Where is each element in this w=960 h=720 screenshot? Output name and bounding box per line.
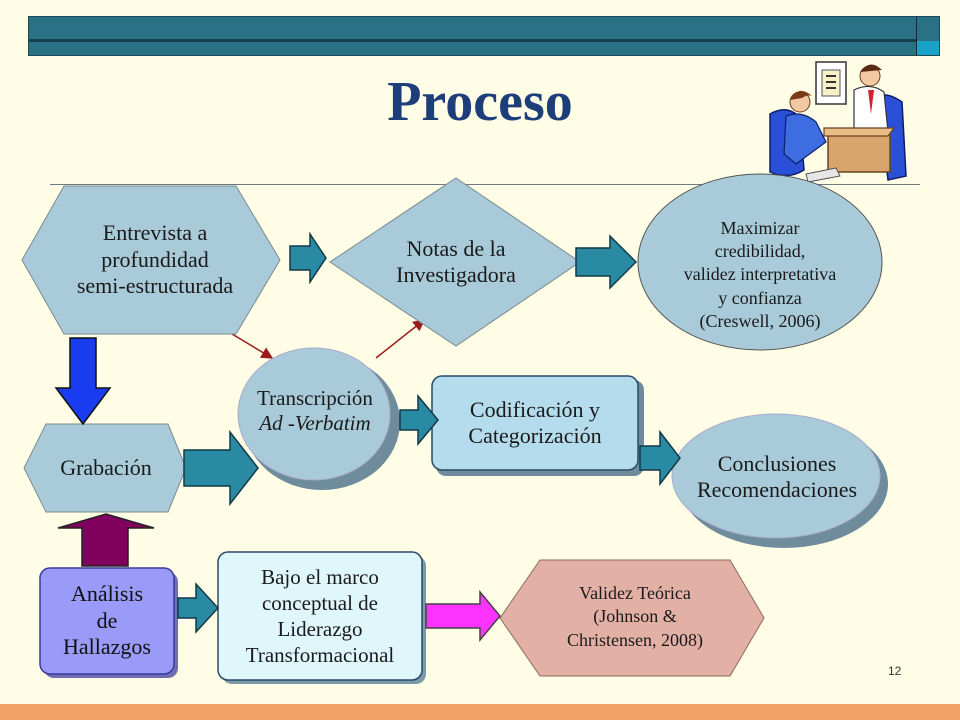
grabacion-hexagon xyxy=(23,423,187,513)
entrevista-line-3: semi-estructurada xyxy=(76,273,234,299)
maximizar-line-3: validez interpretativa xyxy=(683,264,837,285)
marco-line-2: conceptual de xyxy=(261,590,379,615)
maximizar-line-1: Maximizar xyxy=(720,217,800,238)
marco-line-4: Transformacional xyxy=(245,643,395,668)
slide-title: Proceso xyxy=(387,71,573,133)
notas-line-1: Notas de la xyxy=(406,235,506,261)
notas-label: Notas de la Investigadora xyxy=(356,222,556,302)
arrow-entrevista-notas xyxy=(289,231,327,285)
arrow-analisis-marco xyxy=(177,582,220,634)
maximizar-line-2: credibilidad, xyxy=(714,240,806,261)
transcripcion-line-2: Ad -Verbatim xyxy=(259,411,371,435)
transcripcion-line-1: Transcripción xyxy=(257,385,373,410)
marco-box xyxy=(217,551,423,681)
arrow-notas-maximizar xyxy=(575,234,638,290)
transcripcion-ellipse xyxy=(237,347,391,481)
grabacion-line-1: Grabación xyxy=(60,454,152,480)
page-number: 12 xyxy=(888,664,902,678)
arrow-codificacion-conclusiones xyxy=(639,429,681,487)
codificacion-line-2: Categorización xyxy=(468,423,602,448)
marco-label: Bajo el marco conceptual de Liderazgo Tr… xyxy=(218,552,422,680)
validez-line-3: Christensen, 2008) xyxy=(567,629,703,650)
arrow-analisis-grabacion xyxy=(57,513,155,567)
maximizar-line-5: (Creswell, 2006) xyxy=(699,311,821,332)
codificacion-label: Codificación y Categorización xyxy=(432,376,638,470)
top-banner-strip xyxy=(29,39,939,42)
validez-line-1: Validez Teórica xyxy=(579,582,691,603)
validez-hexagon xyxy=(499,559,765,677)
connector-transcripcion-notas xyxy=(375,319,426,359)
marco-line-1: Bajo el marco xyxy=(261,564,379,589)
analisis-box xyxy=(39,567,175,675)
arrow-entrevista-grabacion xyxy=(54,337,112,426)
entrevista-line-1: Entrevista a xyxy=(102,220,208,246)
conclusiones-ellipse xyxy=(671,413,881,539)
top-banner xyxy=(28,16,940,56)
entrevista-line-2: profundidad xyxy=(101,246,209,272)
conclusiones-line-2: Recomendaciones xyxy=(696,477,858,502)
validez-line-2: (Johnson & xyxy=(593,606,677,627)
top-banner-cap-accent xyxy=(917,41,939,55)
grabacion-label: Grabación xyxy=(26,448,186,488)
maximizar-ellipse xyxy=(637,173,883,351)
title-divider xyxy=(50,184,920,185)
interview-clipart xyxy=(769,61,907,183)
analisis-label: Análisis de Hallazgos xyxy=(40,568,174,674)
conclusiones-label: Conclusiones Recomendaciones xyxy=(672,440,882,514)
notas-diamond xyxy=(329,177,581,347)
transcripcion-label: Transcripción Ad -Verbatim xyxy=(240,376,390,446)
marco-line-3: Liderazgo xyxy=(277,617,363,641)
bottom-banner xyxy=(0,704,960,720)
analisis-line-3: Hallazgos xyxy=(63,634,151,660)
entrevista-label: Entrevista a profundidad semi-estructura… xyxy=(40,206,270,314)
analisis-line-2: de xyxy=(96,607,118,633)
maximizar-line-4: y confianza xyxy=(718,287,802,308)
codificacion-line-1: Codificación y xyxy=(469,396,601,422)
conclusiones-line-1: Conclusiones xyxy=(717,450,837,476)
arrow-transcripcion-codificacion xyxy=(399,393,439,447)
entrevista-hexagon xyxy=(21,185,281,335)
notas-line-2: Investigadora xyxy=(396,262,516,287)
validez-label: Validez Teórica (Johnson & Christensen, … xyxy=(520,570,750,664)
arrow-marco-validez xyxy=(425,589,501,643)
arrow-grabacion-transcripcion xyxy=(183,429,259,507)
maximizar-label: Maximizar credibilidad, validez interpre… xyxy=(640,200,880,350)
analisis-line-1: Análisis xyxy=(70,581,144,607)
connector-entrevista-transcripcion xyxy=(231,333,274,359)
